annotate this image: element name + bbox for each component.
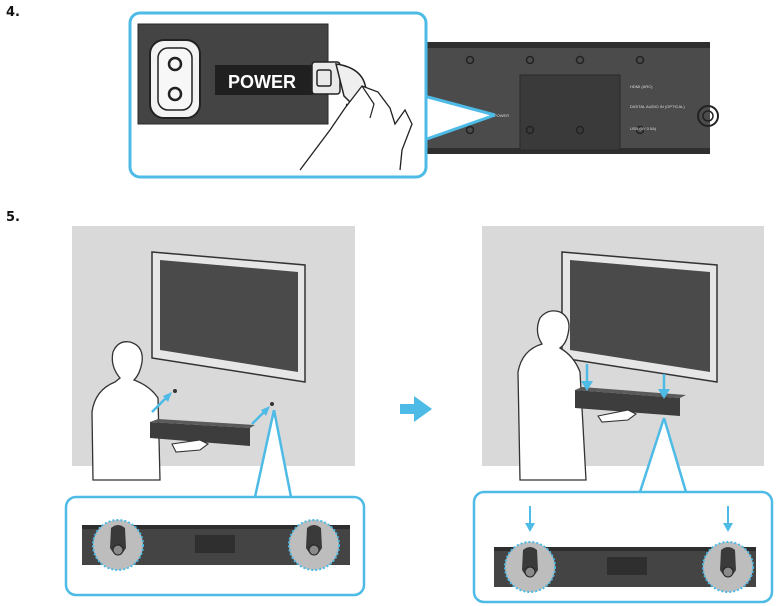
next-arrow <box>400 396 432 422</box>
hand-outline <box>299 85 413 171</box>
right-scene <box>482 226 764 481</box>
step-number-4: 4. <box>6 5 20 20</box>
outlet-label: POWER <box>228 72 296 92</box>
port-label-digital: DIGITAL AUDIO IN (OPTICAL) <box>630 104 685 109</box>
wall-mount-illustration <box>64 226 774 604</box>
port-label-power: POWER <box>494 113 509 118</box>
callout-pointer <box>424 96 495 140</box>
port-label-hdmi: HDMI (ARC) <box>630 84 653 89</box>
power-connection-illustration: POWER HDMI (ARC) DIGITAL AUDIO IN (OPTIC… <box>128 11 719 179</box>
power-socket <box>149 39 201 119</box>
left-callout-soundbar <box>82 519 350 571</box>
right-callout-soundbar <box>494 506 756 593</box>
port-label-usb: USB (5V 0.5A) <box>630 126 657 131</box>
step-number-5: 5. <box>6 210 20 225</box>
soundbar-rear-panel: POWER HDMI (ARC) DIGITAL AUDIO IN (OPTIC… <box>410 42 719 154</box>
left-scene <box>72 226 355 481</box>
